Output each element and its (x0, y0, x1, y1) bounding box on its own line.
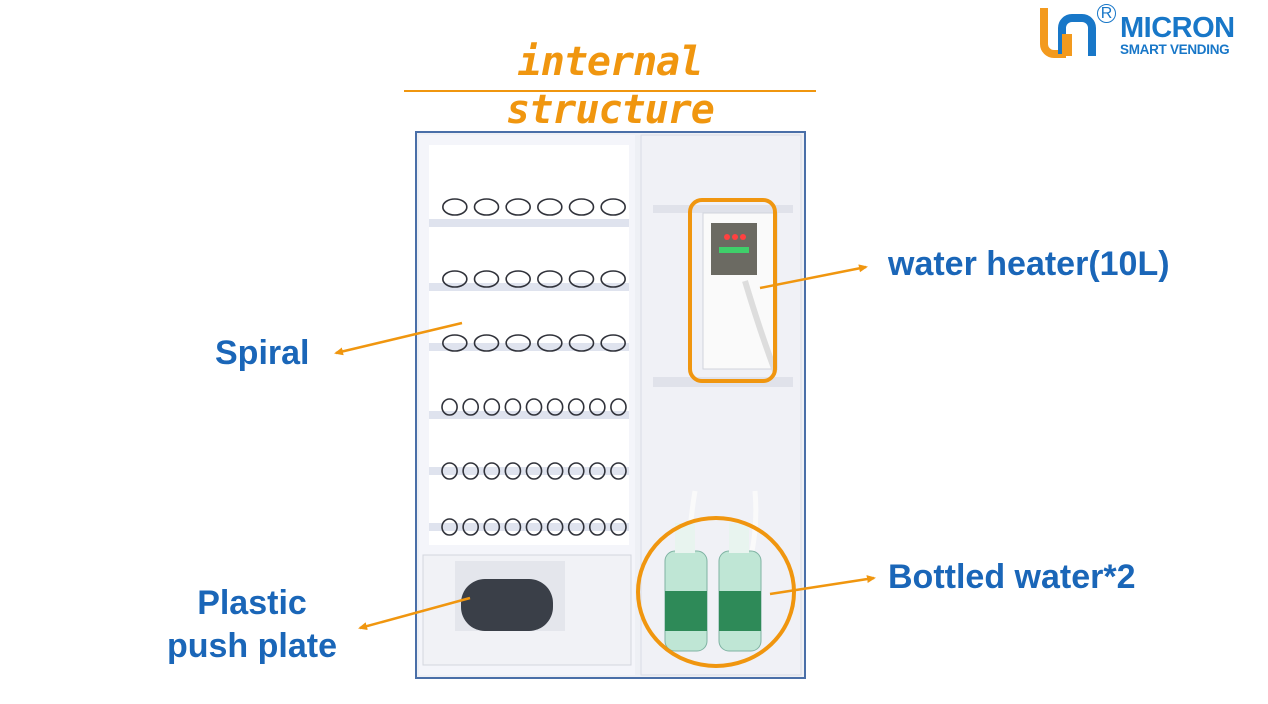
spiral-coil (600, 198, 626, 216)
spiral-coil (588, 398, 606, 416)
spiral-coil (525, 398, 543, 416)
push-plate-shape (461, 579, 553, 631)
spiral-coil (505, 270, 531, 288)
micron-logo-mark-icon (1040, 8, 1096, 58)
spiral-coil (610, 518, 627, 536)
spiral-coil (473, 270, 500, 288)
logo-brand-name: MICRON (1120, 12, 1235, 44)
spiral-coil (504, 462, 522, 480)
spiral-coil (483, 462, 501, 480)
spiral-coil (505, 334, 531, 352)
spiral-coil (483, 398, 501, 416)
label-spiral: Spiral (215, 334, 310, 372)
spiral-coil (610, 398, 627, 416)
spiral-coil (473, 198, 500, 216)
spiral-coil (568, 270, 595, 288)
spiral-coil (588, 518, 606, 536)
spiral-coil (537, 270, 563, 288)
spiral-coil (567, 462, 585, 480)
spiral-coil (525, 518, 543, 536)
logo-tagline: SMART VENDING (1120, 42, 1230, 57)
spiral-coil (567, 398, 585, 416)
spiral-coil (462, 398, 480, 416)
spiral-coils (441, 198, 627, 536)
page-title: internal structure (404, 38, 816, 133)
spiral-coil (568, 198, 595, 216)
label-water-heater: water heater(10L) (888, 245, 1170, 283)
spiral-coil (504, 518, 522, 536)
spiral-coil (441, 398, 458, 416)
spiral-coil (546, 518, 564, 536)
spiral-coil (568, 334, 595, 352)
spiral-coil (546, 462, 564, 480)
spiral-coil (588, 462, 606, 480)
spiral-coil (600, 334, 626, 352)
spiral-coil (505, 198, 531, 216)
vending-machine-photo (415, 131, 806, 679)
spiral-coil (610, 462, 627, 480)
spiral-coil (483, 518, 501, 536)
registered-mark: R (1097, 4, 1116, 23)
micron-logo: R MICRON SMART VENDING (1040, 4, 1260, 60)
spiral-coil (537, 198, 563, 216)
label-plastic-push-plate: Plastic push plate (159, 582, 345, 668)
spiral-coil (525, 462, 543, 480)
spiral-coil (537, 334, 563, 352)
spiral-coil (442, 198, 468, 216)
spiral-coil (546, 398, 564, 416)
label-plastic-push-plate-line2: push plate (166, 627, 338, 665)
label-bottled-water: Bottled water*2 (888, 558, 1136, 596)
spiral-coil (442, 270, 468, 288)
spiral-coil (441, 462, 458, 480)
spiral-coil (600, 270, 626, 288)
spiral-coil (441, 518, 458, 536)
spiral-coil (473, 334, 500, 352)
label-plastic-push-plate-line1: Plastic (197, 584, 307, 622)
spiral-coil (462, 518, 480, 536)
spiral-coil (567, 518, 585, 536)
spiral-coil (462, 462, 480, 480)
spiral-coil (504, 398, 522, 416)
